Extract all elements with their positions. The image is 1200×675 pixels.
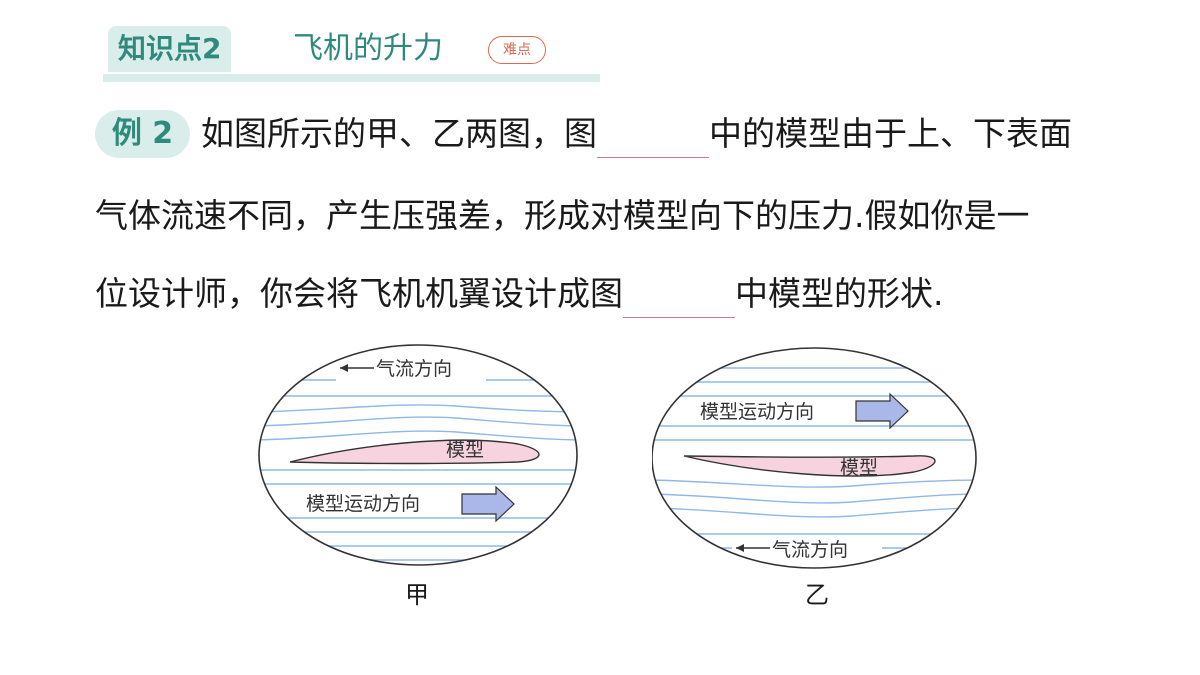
motion-label: 模型运动方向	[306, 493, 420, 515]
diagram-jia: 气流方向 模型 模型运动方向	[258, 344, 578, 566]
question-line-1: 如图所示的甲、乙两图，图 中的模型由于上、下表面	[201, 110, 1072, 158]
motion-label: 模型运动方向	[700, 401, 814, 423]
knowledge-point-tag: 知识点2	[108, 26, 232, 72]
question-text: 中的模型由于上、下表面	[709, 114, 1072, 153]
airflow-arrow-icon	[340, 364, 374, 372]
question-line-3: 位设计师，你会将飞机机翼设计成图 中模型的形状.	[95, 270, 944, 318]
motion-arrow-icon	[855, 392, 909, 430]
section-title: 飞机的升力	[293, 31, 443, 66]
wing-model-yi	[683, 455, 936, 477]
diagram-border	[258, 344, 578, 566]
answer-blank-2[interactable]	[623, 277, 735, 318]
motion-arrow-icon	[461, 485, 515, 523]
airflow-label: 气流方向	[376, 358, 452, 380]
diagram-yi: 模型运动方向 模型 气流方向	[652, 347, 977, 569]
caption-jia: 甲	[405, 581, 429, 609]
model-label: 模型	[446, 439, 484, 461]
model-label: 模型	[840, 457, 878, 479]
question-text: 中模型的形状.	[735, 274, 944, 313]
diagram-border	[652, 347, 977, 569]
caption-yi: 乙	[805, 581, 829, 609]
question-text: 如图所示的甲、乙两图，图	[201, 114, 597, 153]
wing-model-jia	[289, 439, 540, 465]
question-text: 位设计师，你会将飞机机翼设计成图	[95, 274, 623, 313]
header-underline	[103, 74, 600, 82]
difficulty-badge: 难点	[488, 36, 546, 64]
answer-blank-1[interactable]	[597, 117, 709, 158]
question-line-2: 气体流速不同，产生压强差，形成对模型向下的压力.假如你是一	[95, 196, 1030, 235]
airflow-label: 气流方向	[772, 539, 848, 561]
airflow-arrow-icon	[736, 544, 770, 552]
section-header: 知识点2 飞机的升力 难点	[103, 22, 600, 82]
example-label: 例 2	[95, 110, 190, 158]
